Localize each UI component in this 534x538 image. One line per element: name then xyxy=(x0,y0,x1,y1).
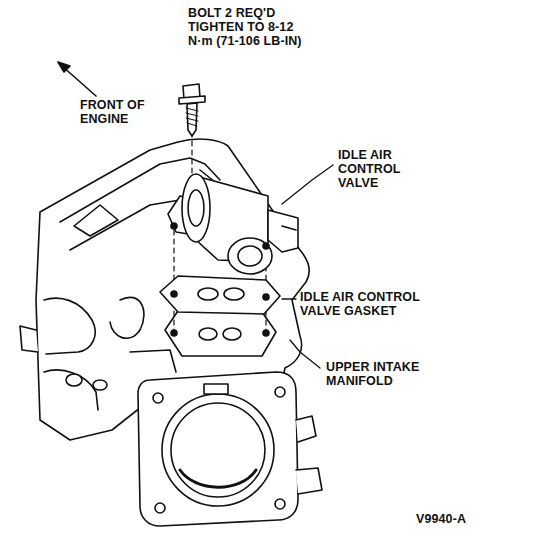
figure-number: V9940-A xyxy=(416,512,506,526)
leader-line xyxy=(282,165,333,368)
part-name: UPPER INTAKE MANIFOLD xyxy=(326,360,446,388)
air-port xyxy=(199,328,217,340)
direction-label: FRONT OF ENGINE xyxy=(80,98,158,126)
air-port xyxy=(223,328,241,340)
arrow-head xyxy=(58,62,70,72)
throttle-body-flange xyxy=(138,372,322,526)
torque-spec: BOLT 2 REQ'D TIGHTEN TO 8-12 N·m (71-106… xyxy=(188,6,306,48)
bolt-hole xyxy=(171,330,177,336)
iac-valve-gasket xyxy=(160,276,280,314)
part-name: IDLE AIR CONTROL VALVE xyxy=(338,148,424,190)
iac-mounting-pad xyxy=(165,308,276,356)
bolt xyxy=(179,84,205,136)
bolt-hole xyxy=(263,330,269,336)
idle-air-control-valve xyxy=(168,174,298,274)
direction-arrow xyxy=(62,66,96,96)
part-name: IDLE AIR CONTROL VALVE GASKET xyxy=(300,290,450,318)
